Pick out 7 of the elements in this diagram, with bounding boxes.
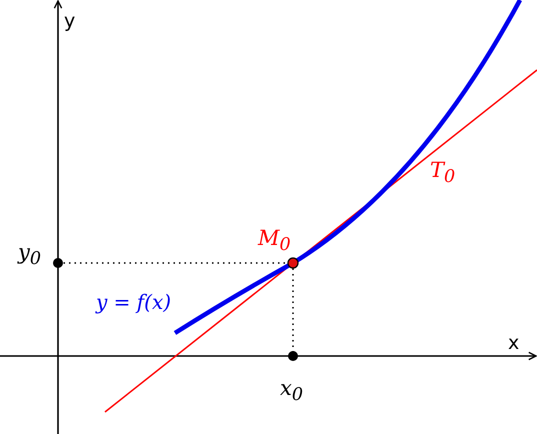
tangent-label: T$_{0}$ xyxy=(430,160,456,187)
point-label: y$_{0}$ xyxy=(18,242,42,269)
function-label: y = f(x) xyxy=(96,292,172,312)
point-label: M$_{0}$ xyxy=(258,228,291,255)
axis-label: x xyxy=(508,334,520,353)
axis-label: y xyxy=(64,12,76,31)
point-label: x$_{0}$ xyxy=(280,378,303,405)
